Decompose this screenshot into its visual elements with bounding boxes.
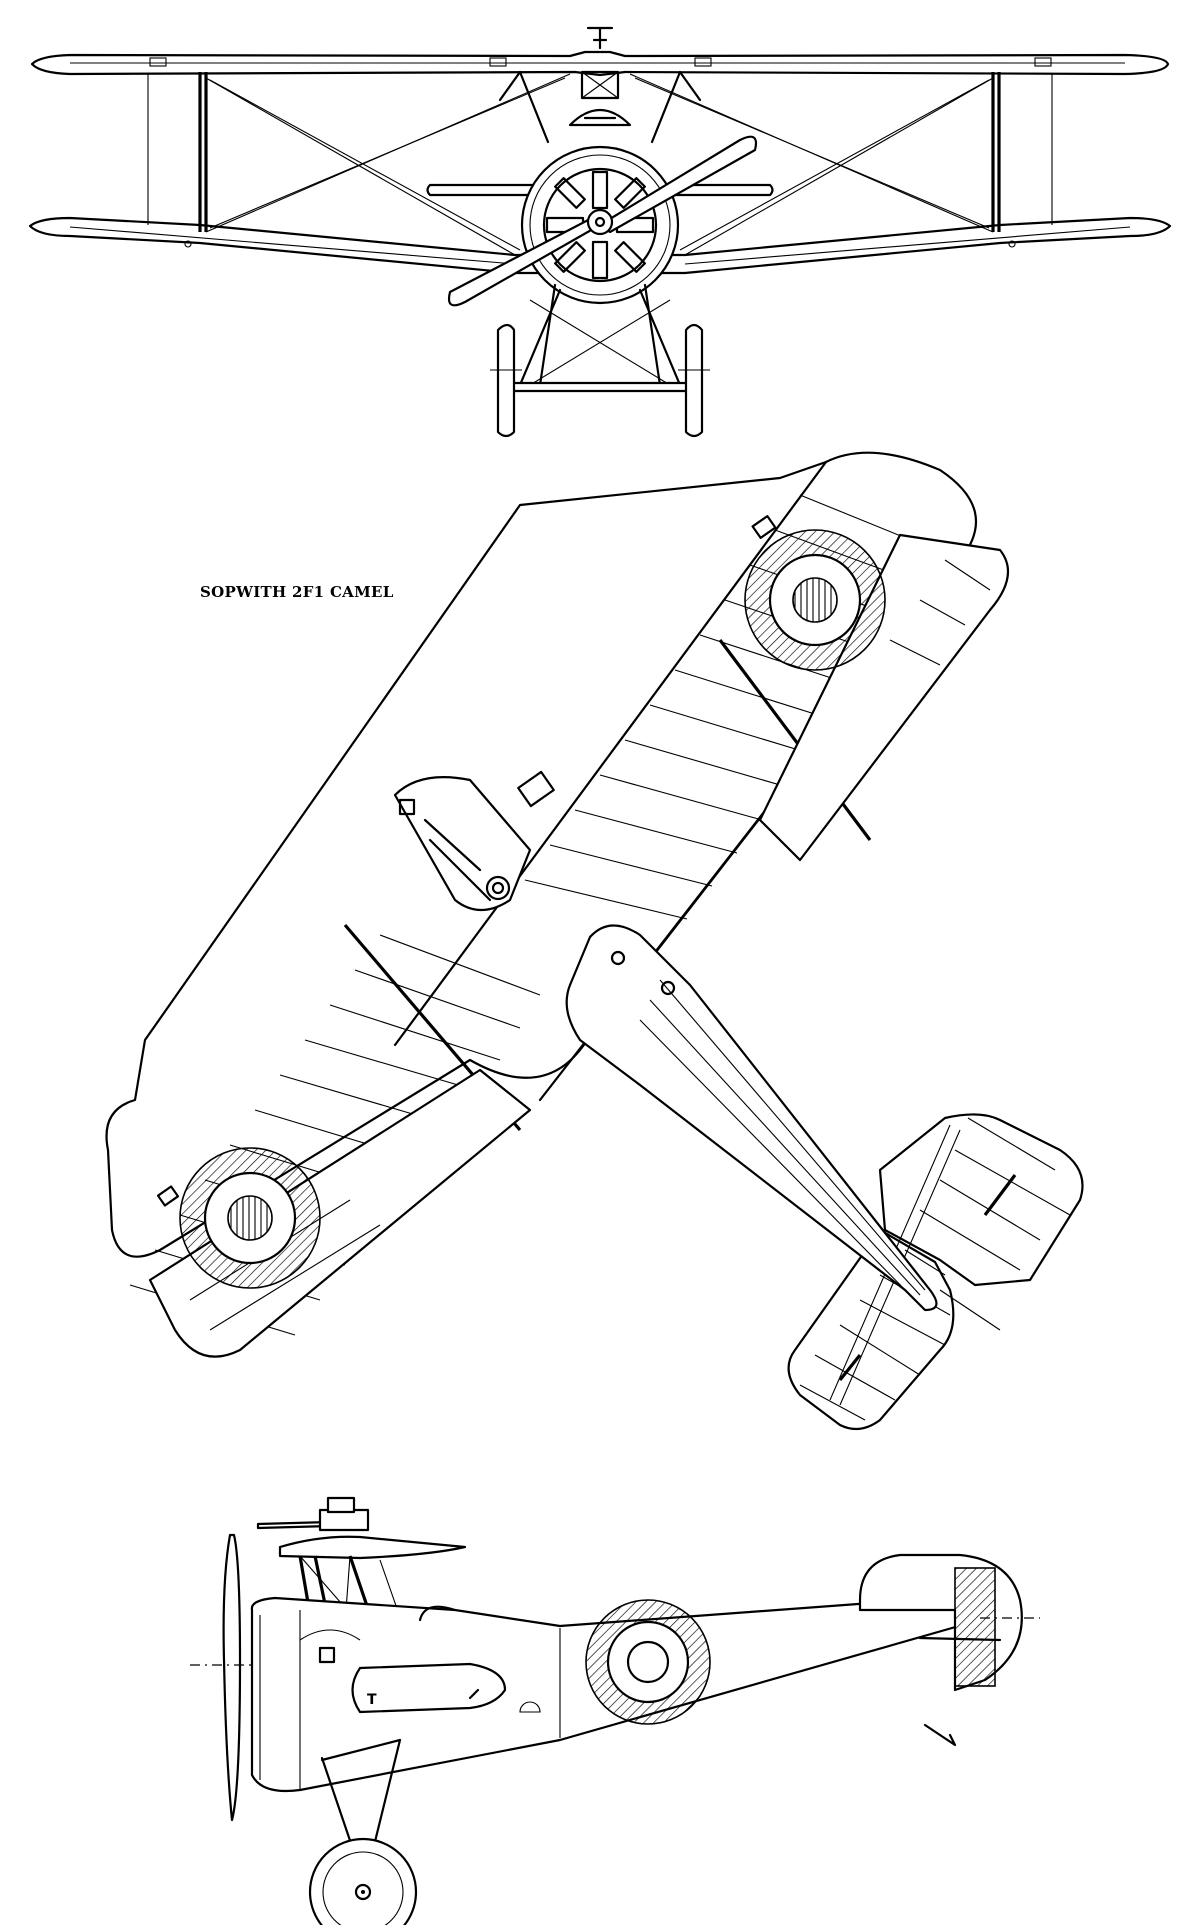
side-letter: T: [367, 1692, 377, 1708]
plan-view: [105, 451, 1084, 1431]
plan-tailplane: [787, 1113, 1084, 1431]
side-roundel: [585, 1599, 711, 1725]
front-propeller: [598, 135, 758, 234]
front-view: [28, 26, 1172, 438]
side-lower-wing: [351, 1662, 507, 1714]
side-propeller: [222, 1533, 242, 1822]
front-left-wheel: [496, 323, 516, 438]
side-view: T: [190, 1496, 1040, 1925]
side-upper-wing: [278, 1535, 467, 1560]
side-wheel: [308, 1837, 418, 1925]
plan-roundel-right: [744, 529, 886, 671]
plan-fuselage: [565, 924, 938, 1312]
drawing-title: SOPWITH 2F1 CAMEL: [200, 583, 394, 601]
plan-roundel-left: [179, 1147, 321, 1289]
front-right-wheel: [684, 323, 704, 438]
